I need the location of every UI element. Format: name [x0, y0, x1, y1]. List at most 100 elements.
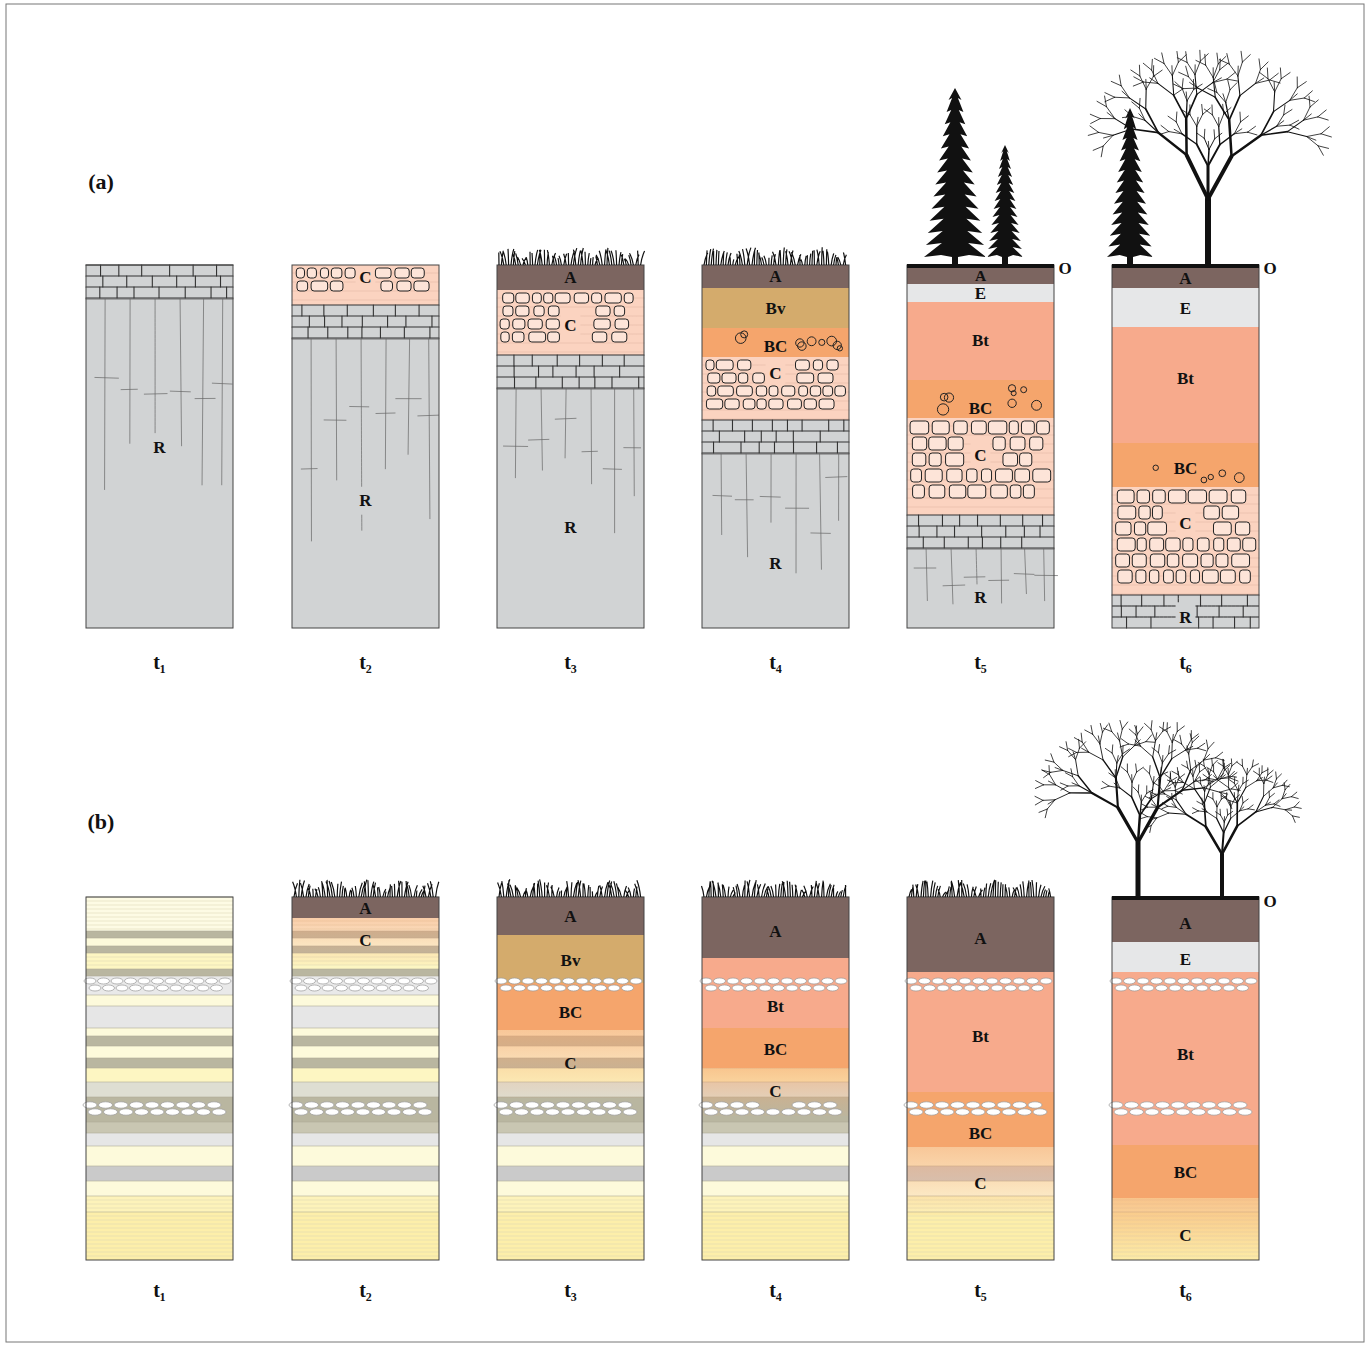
weathering-grid: [1255, 531, 1259, 532]
rock-joint: [1251, 616, 1255, 617]
pebble: [219, 978, 231, 984]
rock-crack: [155, 378, 156, 382]
tree-branch: [1158, 83, 1174, 95]
tree-branch: [1139, 108, 1145, 120]
rock-joint: [1144, 616, 1148, 617]
pebble: [581, 985, 593, 991]
rock-joint: [362, 316, 363, 327]
tree-branch: [1229, 64, 1238, 76]
rock-joint: [907, 549, 1054, 550]
rock-crack: [361, 355, 362, 359]
horizon-label: A: [907, 930, 1054, 947]
rock-fragment: [797, 373, 814, 383]
rock-crack: [155, 299, 156, 303]
layer-boundary: [86, 1212, 233, 1213]
weathering-grid: [754, 365, 758, 366]
pebble: [590, 978, 602, 984]
tree-branch: [1228, 80, 1230, 90]
rock-crack: [311, 339, 312, 541]
layer-boundary: [702, 1181, 849, 1182]
pebble: [572, 1102, 586, 1108]
weathering-grid: [994, 462, 998, 463]
soil-horizon: R: [1112, 595, 1259, 628]
rock-crack: [155, 382, 156, 386]
pebble: [125, 978, 137, 984]
sediment-layer: [292, 1196, 439, 1212]
pebble: [1171, 1102, 1185, 1108]
rock-joint: [1235, 616, 1239, 617]
weathering-grid: [497, 316, 501, 317]
pebble: [351, 1102, 365, 1108]
layer-boundary: [497, 1196, 644, 1197]
pebble: [1013, 1102, 1027, 1108]
rock-crack: [429, 339, 430, 519]
rock-fragment: [738, 360, 751, 370]
rock-crack: [976, 549, 977, 553]
pebble: [782, 1109, 796, 1115]
tree-branch: [1226, 102, 1230, 120]
tree-branch: [1183, 88, 1198, 90]
pebble: [1018, 1109, 1032, 1115]
weathering-grid: [837, 374, 841, 375]
tree-branch: [1204, 138, 1209, 149]
pebble: [746, 1102, 760, 1108]
weathering-grid: [344, 282, 348, 283]
pebble: [418, 1109, 432, 1115]
layer-boundary: [292, 1068, 439, 1069]
rock-joint: [1172, 616, 1176, 617]
tree-branch: [1176, 112, 1178, 122]
profile-outline: [497, 265, 644, 628]
tree-branch: [1195, 61, 1200, 75]
rock-joint: [1154, 606, 1155, 617]
tree-branch: [1088, 132, 1098, 135]
rock-joint: [1200, 595, 1201, 606]
lamination: [86, 909, 233, 910]
pebble: [719, 985, 731, 991]
pebble: [1218, 978, 1230, 984]
tree-branch: [1290, 125, 1299, 129]
tree-branch: [1280, 68, 1282, 79]
rock-fragment: [1023, 485, 1034, 498]
tree-branch: [1309, 96, 1311, 107]
rock-fragment: [1153, 465, 1158, 470]
rock-joint: [1164, 616, 1168, 617]
weathering-grid: [435, 273, 439, 274]
tree-branch: [1219, 60, 1229, 64]
rock-crack: [301, 468, 317, 469]
pebble: [387, 1109, 401, 1115]
rock-joint: [1156, 616, 1160, 617]
pebble: [331, 978, 343, 984]
weathering-grid: [640, 334, 644, 335]
tree-branch: [1261, 126, 1277, 135]
pebble: [211, 985, 223, 991]
tree-branch: [1153, 70, 1162, 76]
rock-joint: [954, 526, 955, 537]
horizon-label: R: [907, 589, 1054, 606]
pebble: [325, 1109, 339, 1115]
rock-crack: [361, 419, 362, 423]
weathering-grid: [845, 383, 849, 384]
rock-fragment: [769, 386, 778, 396]
rock-joint: [611, 377, 612, 388]
tree-branch: [1115, 119, 1132, 129]
rock-fragment: [548, 332, 560, 342]
weathering-grid: [841, 374, 845, 375]
rock-fragment: [395, 268, 409, 278]
soil-horizon: BC: [702, 328, 849, 357]
tree-branch: [1196, 126, 1197, 144]
horizon-label: A: [907, 268, 1054, 284]
layer-boundary: [497, 1166, 644, 1167]
pebble: [152, 978, 164, 984]
tree-branch: [1215, 133, 1222, 138]
rock-crack: [565, 389, 566, 458]
grass: [909, 880, 1051, 897]
sediment-layer: [497, 1133, 644, 1146]
soil-horizon: A: [497, 897, 644, 935]
pebble: [773, 985, 785, 991]
rock-fragment: [1201, 554, 1213, 567]
rock-crack: [155, 409, 156, 413]
pebble: [356, 1109, 370, 1115]
rock-joint: [1199, 616, 1203, 617]
